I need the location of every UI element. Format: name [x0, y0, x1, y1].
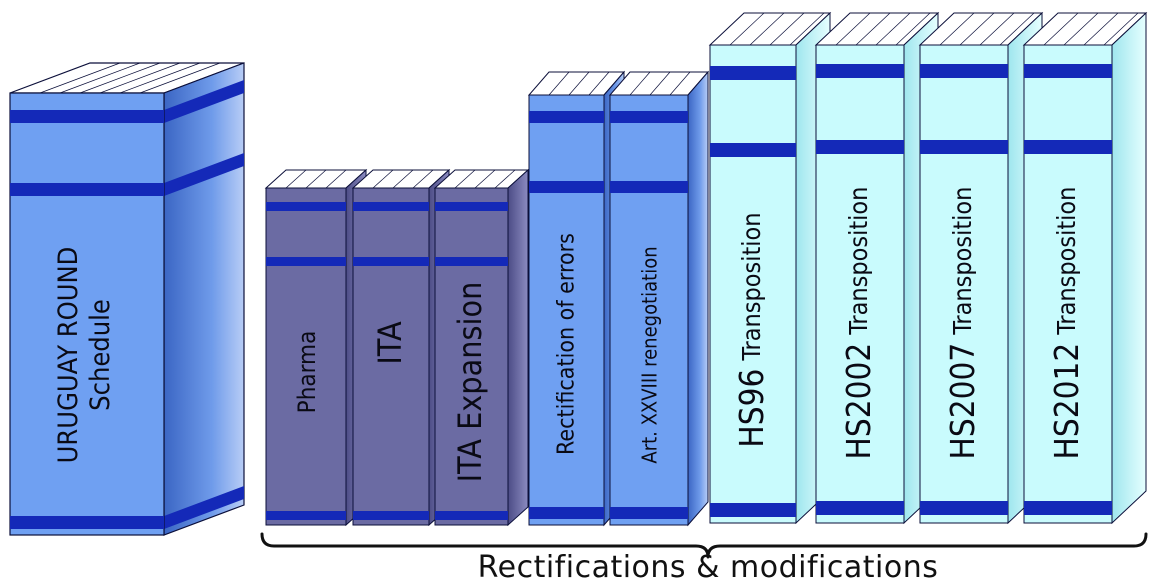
- spine-band: [920, 501, 1008, 515]
- page-lines: [629, 71, 691, 96]
- book-hs2007: HS2007 Transposition: [918, 11, 1044, 525]
- book-spine: [265, 187, 347, 526]
- book-spine: [1023, 44, 1113, 524]
- book-art-xxviii-renegotiation: Art. XXVIII renegotiation: [608, 70, 710, 527]
- spine-band: [266, 257, 346, 266]
- spine-band: [610, 507, 688, 519]
- page-lines: [729, 12, 825, 46]
- book-spine: [434, 187, 509, 526]
- page-lines: [1043, 12, 1139, 46]
- book-ita: ITA: [351, 168, 451, 527]
- spine-band: [10, 110, 164, 123]
- spine-label-word: Transposition: [844, 187, 873, 336]
- book-spine: [9, 92, 165, 536]
- spine-band: [435, 257, 508, 266]
- book-ita-expansion: ITA Expansion: [433, 168, 530, 527]
- spine-band: [1024, 501, 1112, 515]
- side-band: [164, 486, 244, 529]
- grouping-brace: [260, 532, 1148, 559]
- book-spine: [352, 187, 430, 526]
- spine-band: [10, 516, 164, 529]
- spine-label: HS2002 Transposition: [839, 187, 878, 460]
- book-spine: [815, 44, 905, 524]
- spine-label-line2: Schedule: [85, 299, 116, 411]
- spine-band: [266, 202, 346, 211]
- spine-label-word: Transposition: [1052, 187, 1081, 336]
- spine-label-code: HS2002: [839, 343, 878, 460]
- spine-band: [353, 257, 429, 266]
- page-lines: [835, 12, 931, 46]
- book-side: [507, 168, 529, 527]
- spine-band: [710, 503, 796, 517]
- page-lines: [372, 169, 434, 189]
- spine-band: [610, 111, 688, 123]
- spine-band: [610, 181, 688, 193]
- book-spine: [609, 94, 689, 526]
- spine-label-line1: URUGUAY ROUND: [53, 247, 84, 464]
- spine-band: [529, 111, 604, 123]
- spine-label-code: HS2007: [943, 343, 982, 460]
- spine-band: [710, 143, 796, 157]
- spine-band: [1024, 64, 1112, 78]
- spine-band: [1024, 140, 1112, 154]
- book-uruguay-round: URUGUAY ROUND Schedule: [9, 62, 245, 536]
- page-lines: [939, 12, 1035, 46]
- book-spine: [528, 94, 605, 526]
- book-side: [687, 70, 709, 527]
- brace-caption: Rectifications & modifications: [478, 550, 939, 584]
- spine-label: HS2007 Transposition: [943, 187, 982, 460]
- spine-band: [529, 507, 604, 519]
- spine-band: [435, 511, 508, 520]
- page-lines: [285, 169, 347, 189]
- spine-band: [10, 183, 164, 196]
- page-lines: [39, 62, 221, 94]
- spine-label: HS2012 Transposition: [1047, 187, 1086, 460]
- side-band: [164, 80, 244, 123]
- spine-band: [816, 140, 904, 154]
- spine-label-code: HS96: [732, 369, 771, 448]
- spine-label: Rectification of errors: [554, 233, 580, 455]
- spine-band: [353, 202, 429, 211]
- spine-band: [920, 64, 1008, 78]
- book-spine: [709, 44, 797, 524]
- book-hs96: HS96 Transposition: [708, 11, 832, 525]
- side-band: [164, 153, 244, 196]
- book-hs2012: HS2012 Transposition: [1022, 11, 1148, 525]
- page-lines: [454, 169, 516, 189]
- spine-label-word: Transposition: [737, 212, 766, 361]
- spine-label: Pharma: [293, 331, 321, 414]
- spine-band: [435, 202, 508, 211]
- spine-label: HS96 Transposition: [732, 212, 771, 447]
- book-pharma: Pharma: [264, 168, 368, 527]
- book-spine: [919, 44, 1009, 524]
- page-lines: [548, 71, 610, 96]
- spine-band: [816, 64, 904, 78]
- spine-label-code: HS2012: [1047, 343, 1086, 460]
- spine-label: ITA: [371, 321, 409, 365]
- spine-band: [920, 140, 1008, 154]
- spine-band: [816, 501, 904, 515]
- book-side: [163, 62, 245, 536]
- spine-label: ITA Expansion: [451, 282, 489, 483]
- spine-label: Art. XXVIII renegotiation: [638, 246, 662, 463]
- spine-band: [529, 181, 604, 193]
- book-side: [1111, 11, 1147, 525]
- spine-band: [710, 66, 796, 80]
- spine-label-word: Transposition: [948, 187, 977, 336]
- spine-band: [266, 511, 346, 520]
- spine-band: [353, 511, 429, 520]
